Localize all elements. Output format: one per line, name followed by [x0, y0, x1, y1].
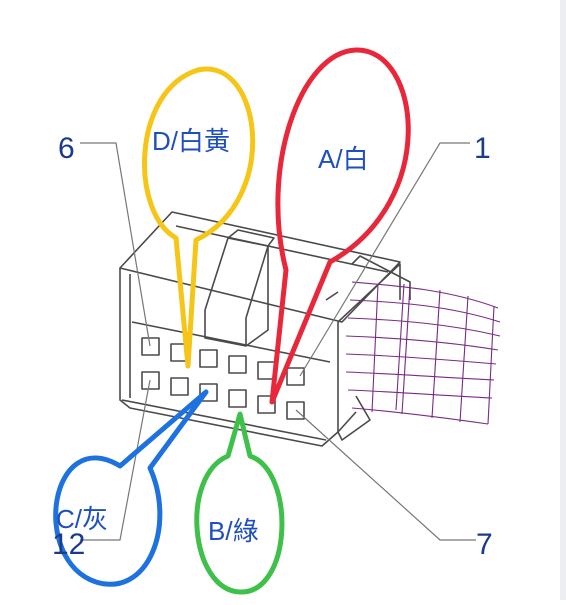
leader-lines [80, 142, 476, 541]
callout-a-label: A/白 [318, 144, 369, 174]
right-edge-strip [560, 0, 566, 600]
leader-6 [80, 142, 151, 347]
cavity-8 [257, 395, 276, 414]
cavity-6 [141, 337, 160, 356]
cavity-4 [199, 349, 218, 368]
leader-12 [80, 379, 151, 541]
cavity-10 [199, 383, 218, 402]
callout-b-bubble [194, 411, 285, 595]
cavity-9 [228, 389, 247, 408]
top-row-cavities [141, 337, 305, 386]
leader-1 [299, 142, 470, 377]
cavity-12 [141, 371, 160, 390]
callout-c-label: C/灰 [56, 504, 108, 534]
callout-d-bubble [142, 66, 255, 369]
leader-7 [295, 409, 476, 541]
pin-label-12: 12 [52, 528, 85, 561]
pin-label-7: 7 [476, 528, 493, 561]
connector-housing [119, 211, 411, 447]
cavity-1 [286, 367, 305, 386]
cavity-11 [170, 377, 189, 396]
cavity-7 [286, 401, 305, 420]
cavity-3 [228, 355, 247, 374]
bottom-row-cavities [141, 371, 305, 420]
pin-label-1: 1 [474, 132, 491, 165]
callout-d-label: D/白黃 [152, 126, 230, 156]
callout-a-bubble [269, 47, 411, 405]
callout-c-bubble [53, 389, 209, 587]
callout-b-label: B/綠 [208, 516, 259, 546]
wire-harness [345, 281, 501, 425]
pin-label-6: 6 [58, 132, 75, 165]
